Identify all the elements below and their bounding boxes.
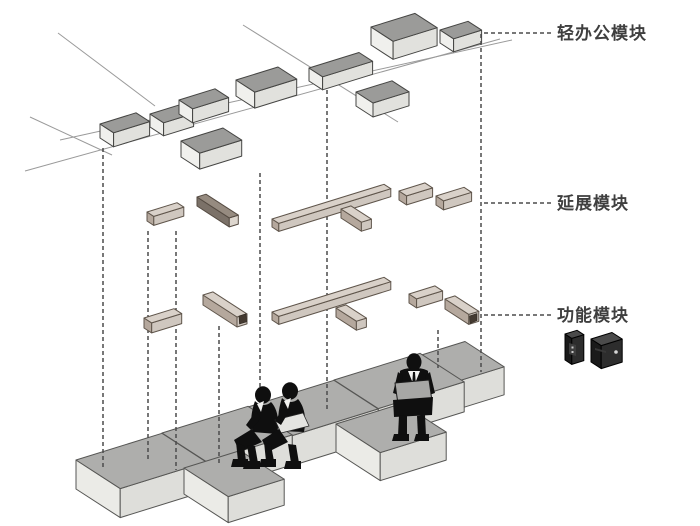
seat-slab-cluster	[75, 341, 505, 524]
projection-dashed-lines	[102, 34, 482, 470]
extension-module-bars	[143, 182, 480, 334]
label-light-office-module: 轻办公模块	[557, 24, 647, 43]
label-extension-module: 延展模块	[557, 194, 629, 213]
label-function-module: 功能模块	[557, 306, 629, 325]
person-silhouette-middle	[259, 382, 310, 469]
socket-module-icon	[564, 329, 585, 365]
person-silhouette-right	[392, 353, 435, 441]
label-leader-lines	[484, 32, 552, 316]
light-office-module-boxes	[99, 12, 483, 170]
person-silhouette-left	[231, 386, 279, 469]
box-module-icon	[590, 332, 623, 370]
